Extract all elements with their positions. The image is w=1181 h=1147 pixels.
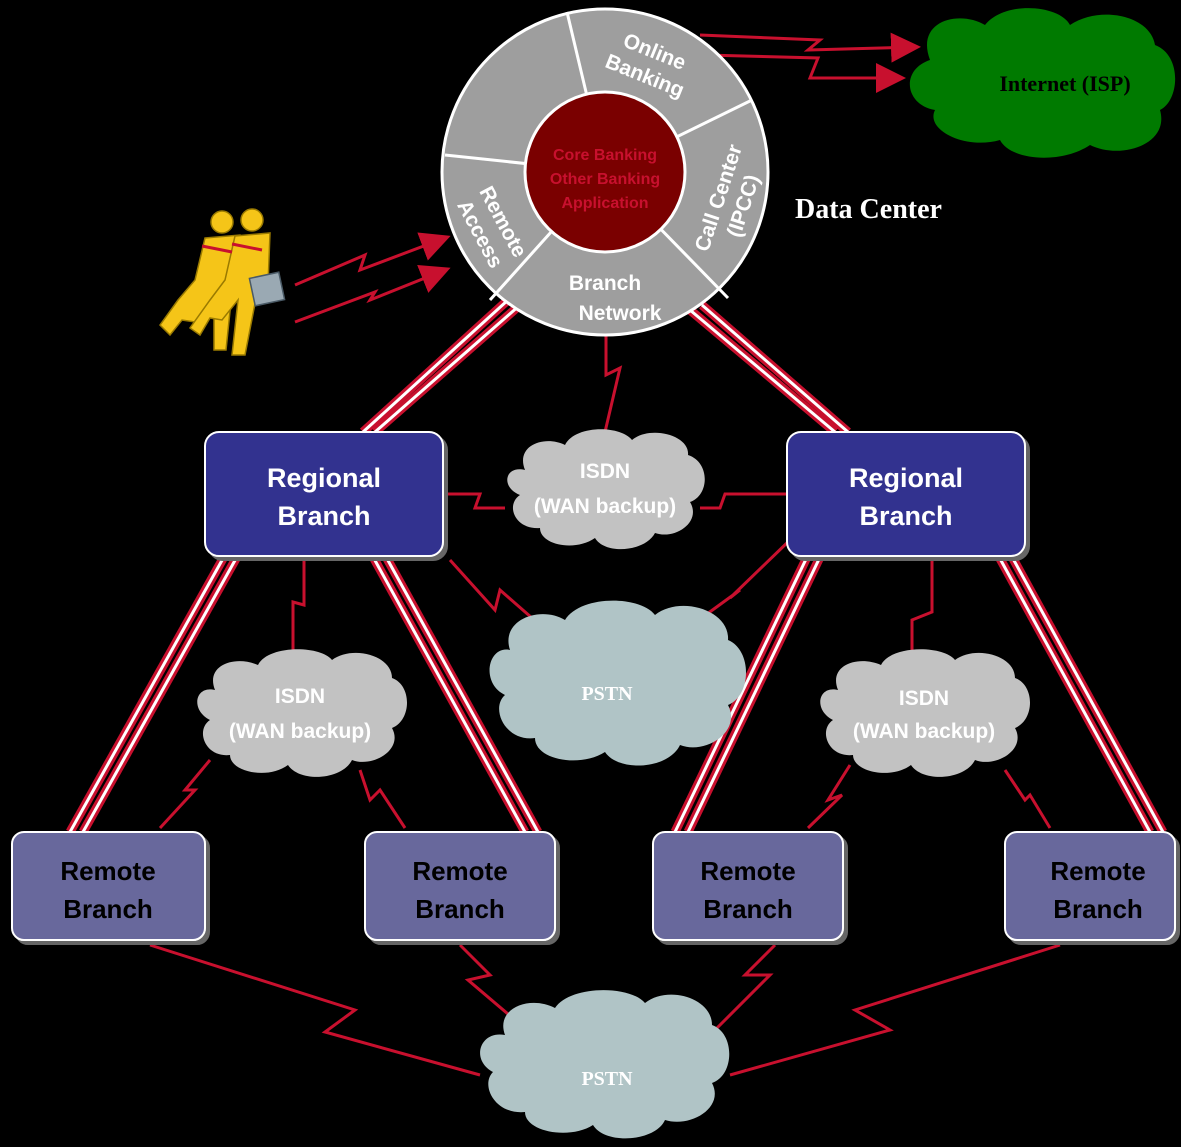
isdn-cloud-left: ISDN (WAN backup) <box>197 649 407 777</box>
link-remote-4-pstn-bottom <box>729 943 1061 1077</box>
remote-1-line1: Remote <box>60 856 155 886</box>
link-regional-left-pstn-center <box>448 558 541 627</box>
link-dc-internet-2 <box>704 53 906 93</box>
isdn-right-line2: (WAN backup) <box>853 720 995 743</box>
wan-links <box>66 32 1167 1077</box>
remote-4-line1: Remote <box>1050 856 1145 886</box>
link-isdn-left-remote-1 <box>158 759 212 830</box>
remote-2-line1: Remote <box>412 856 507 886</box>
segment-branch-network: Branch Network <box>569 272 662 325</box>
internet-label: Internet (ISP) <box>999 71 1130 96</box>
isdn-cloud-center: ISDN (WAN backup) <box>507 429 705 550</box>
isdn-center-line1: ISDN <box>580 460 630 483</box>
remote-3-line2: Branch <box>703 894 793 924</box>
regional-left-line1: Regional <box>267 463 381 493</box>
link-regional-left-isdn-center <box>448 492 505 510</box>
data-center-label: Data Center <box>795 194 942 225</box>
regional-right-line1: Regional <box>849 463 963 493</box>
link-dc-regional-right <box>687 301 851 436</box>
link-regional-right-isdn-right <box>910 560 934 660</box>
data-center-wheel: Core Banking Other Banking Application O… <box>440 7 770 337</box>
pstn-center-label: PSTN <box>581 683 633 705</box>
link-remote-3-pstn-bottom <box>713 943 777 1032</box>
pstn-bottom-label: PSTN <box>581 1068 633 1090</box>
core-banking-hub <box>523 90 687 254</box>
link-users-remote-access-2 <box>294 264 451 324</box>
branch-network-line1: Branch <box>569 272 641 295</box>
link-isdn-right-remote-4 <box>1003 769 1052 829</box>
isdn-cloud-right: ISDN (WAN backup) <box>820 649 1030 777</box>
link-regional-left-remote-1 <box>66 552 242 835</box>
remote-1-line2: Branch <box>63 894 153 924</box>
link-remote-1-pstn-bottom <box>149 943 481 1077</box>
remote-4-line2: Branch <box>1053 894 1143 924</box>
core-line2: Other Banking <box>550 171 660 188</box>
link-regional-left-isdn-left <box>291 560 306 655</box>
link-remote-2-pstn-bottom <box>458 943 516 1022</box>
branch-network-line2: Network <box>579 302 662 325</box>
link-users-remote-access-1 <box>294 232 451 287</box>
remote-branch-3 <box>652 831 844 941</box>
remote-3-line1: Remote <box>700 856 795 886</box>
link-regional-right-remote-3 <box>670 553 826 834</box>
remote-branch-1 <box>11 831 206 941</box>
link-regional-right-remote-4 <box>994 552 1167 835</box>
isdn-left-line2: (WAN backup) <box>229 720 371 743</box>
remote-branch-4 <box>1004 831 1176 941</box>
link-dc-internet-1 <box>699 32 921 63</box>
link-isdn-right-remote-3 <box>806 764 852 830</box>
remote-2-line2: Branch <box>415 894 505 924</box>
regional-branch-right <box>786 431 1026 557</box>
internet-cloud: Internet (ISP) <box>909 8 1176 158</box>
regional-left-line2: Branch <box>277 501 370 531</box>
regional-branch-left <box>204 431 444 557</box>
remote-branch-2 <box>364 831 556 941</box>
pstn-cloud-bottom: PSTN <box>480 990 730 1139</box>
core-line3: Application <box>561 195 648 212</box>
isdn-center-line2: (WAN backup) <box>534 495 676 518</box>
link-regional-right-isdn-center <box>700 492 790 510</box>
link-isdn-left-remote-2 <box>358 769 407 829</box>
link-dc-regional-left <box>359 296 523 436</box>
regional-right-line2: Branch <box>859 501 952 531</box>
core-line1: Core Banking <box>553 147 657 164</box>
isdn-left-line1: ISDN <box>275 685 325 708</box>
link-regional-right-pstn-center <box>684 538 792 632</box>
mobile-users-icon <box>159 208 286 356</box>
isdn-right-line1: ISDN <box>899 687 949 710</box>
link-dc-isdn-center <box>603 335 623 433</box>
pstn-cloud-center: PSTN <box>489 600 746 766</box>
link-regional-left-remote-2 <box>368 552 542 835</box>
